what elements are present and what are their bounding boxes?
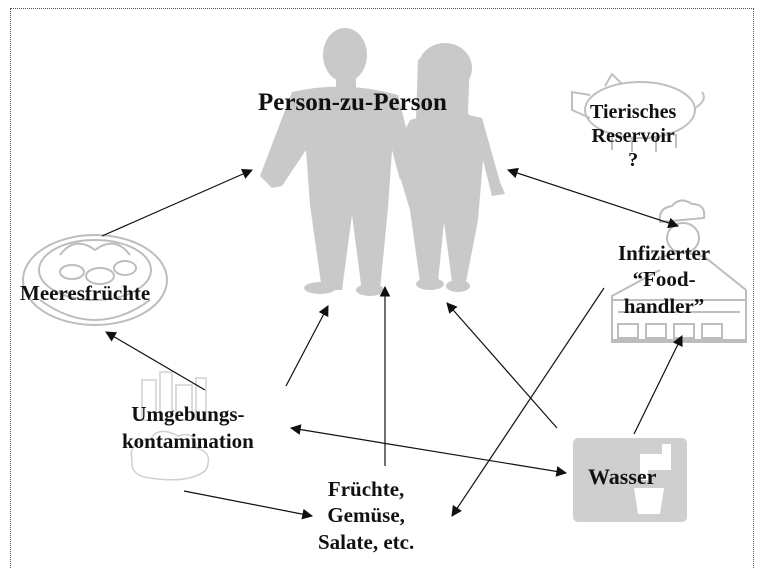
arrow-env-to-seafood [105, 331, 206, 391]
arrows [101, 167, 683, 520]
label-line: Früchte, [327, 477, 405, 501]
arrow-seafood-to-person [101, 168, 253, 237]
title-person-to-person: Person-zu-Person [258, 89, 447, 116]
arrow-env-water [289, 424, 568, 477]
label-seafood: Meeresfrüchte [20, 281, 151, 305]
label-line: Gemüse, [327, 503, 405, 528]
arrow-water-to-person [446, 302, 558, 429]
pig-icon [571, 72, 705, 152]
arrow-env-to-produce [183, 490, 314, 520]
label-environment: Umgebungs- kontamination [122, 401, 254, 456]
seafood-plate-icon [22, 234, 168, 326]
people-silhouette-icon [260, 28, 505, 296]
label-animal-reservoir: Tierisches Reservoir ? [590, 100, 676, 172]
label-food-handler: Infizierter “Food- handler” [618, 240, 710, 319]
arrow-env-to-person [285, 305, 329, 387]
label-line: Umgebungs- [131, 402, 245, 426]
label-water: Wasser [588, 464, 657, 489]
label-line: Tierisches [590, 101, 677, 123]
label-line: ? [628, 149, 639, 171]
label-line: handler” [623, 293, 705, 318]
water-tap-icon [573, 438, 687, 522]
diagram-frame [10, 8, 754, 568]
label-line: “Food- [632, 267, 696, 292]
arrow-water-to-foodhandler [633, 335, 683, 435]
arrow-foodhandler-to-produce [451, 287, 605, 517]
label-line: kontamination [122, 429, 254, 454]
label-produce: Früchte, Gemüse, Salate, etc. [318, 476, 414, 555]
arrow-person-foodhandler [506, 167, 680, 229]
city-cloud-icon [130, 371, 210, 481]
label-line: Reservoir [591, 125, 675, 147]
label-line: Infizierter [618, 241, 711, 265]
label-line: Salate, etc. [318, 529, 415, 554]
